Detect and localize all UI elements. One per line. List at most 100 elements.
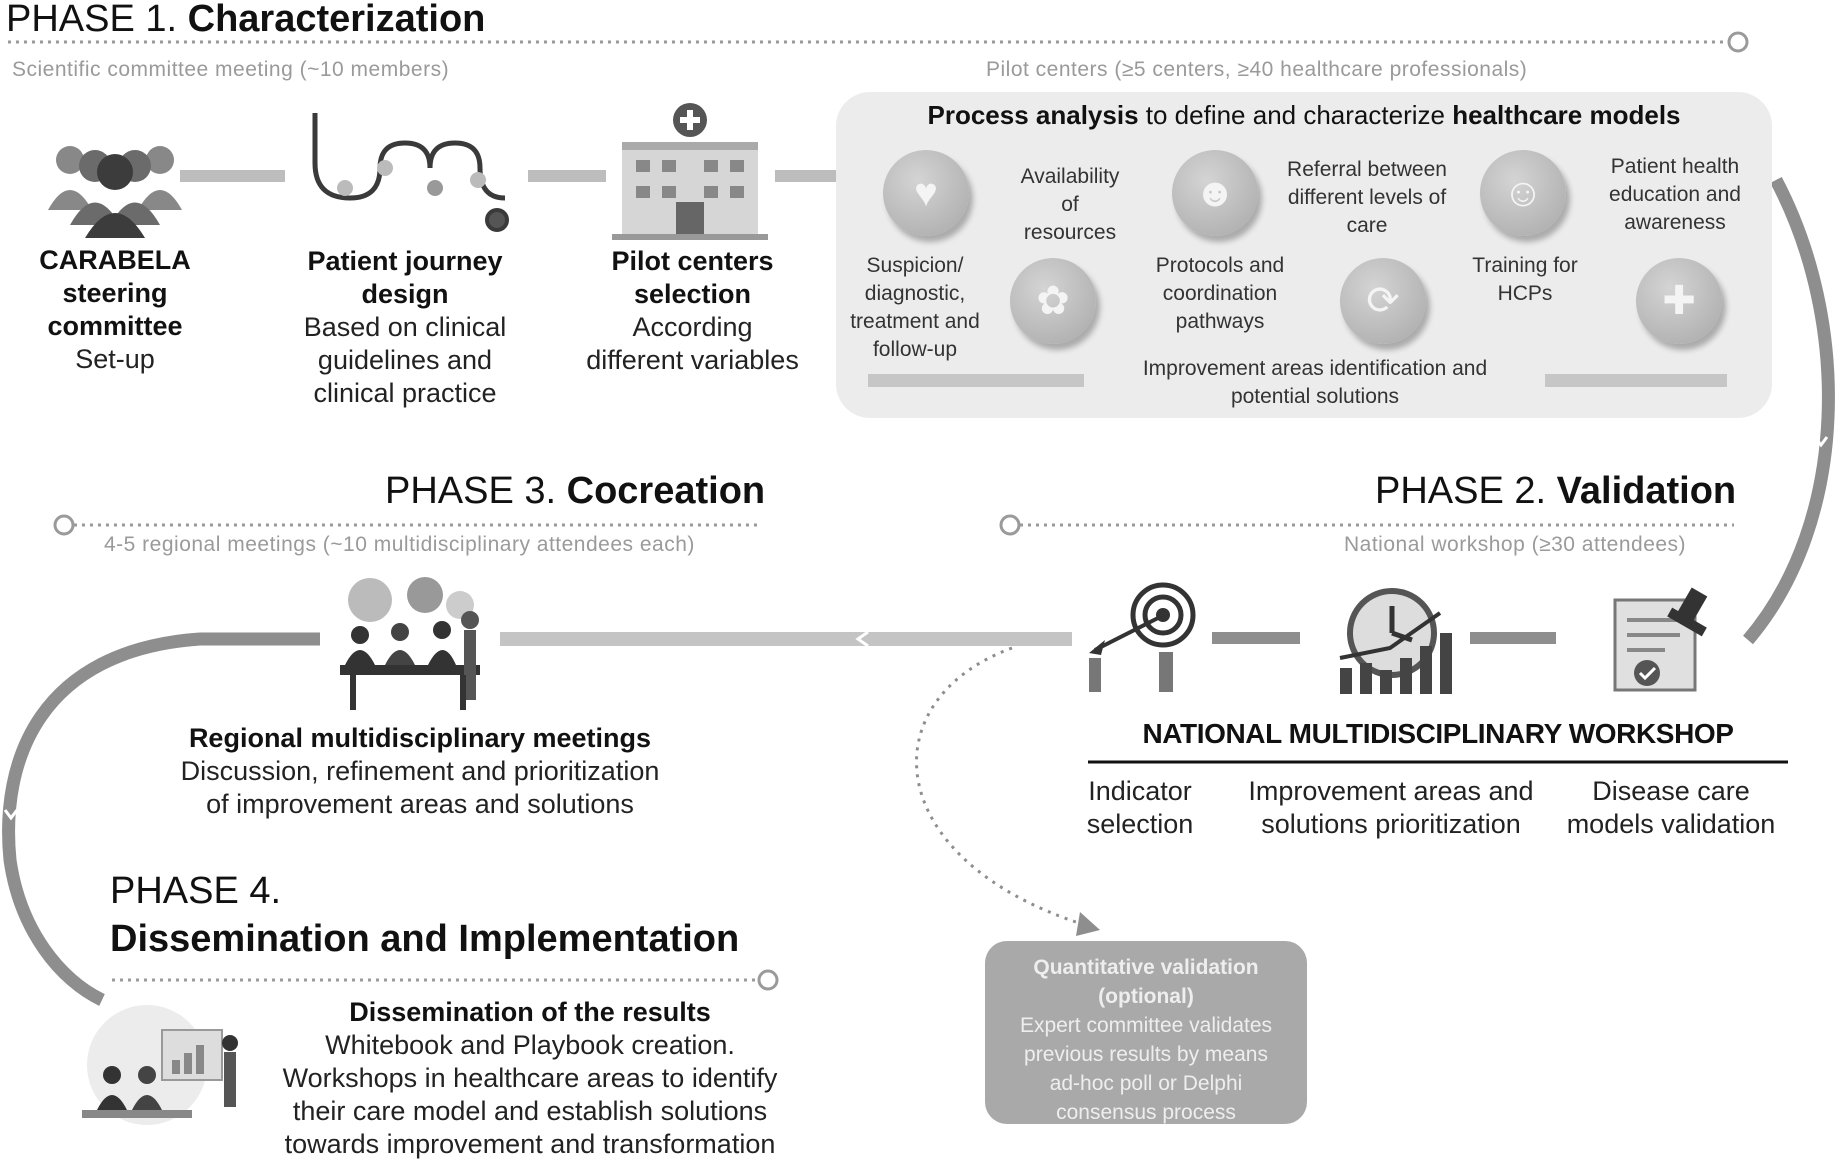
item-improvement: Improvement areas identification and pot… [1080, 355, 1550, 411]
process-analysis-title: Process analysis to define and character… [836, 100, 1772, 131]
phase4-block: Dissemination of the results Whitebook a… [250, 996, 810, 1161]
dotted-arrow-quantitative [915, 646, 1086, 927]
cycle-icon: ⟳ [1340, 258, 1426, 344]
process-title-mid: to define and characterize [1138, 100, 1453, 130]
hands-cross-icon: ✚ [1636, 258, 1722, 344]
people-group-icon [48, 146, 182, 238]
step-carabela-title-2: steering [62, 278, 168, 308]
flow-chevron-right [1813, 436, 1829, 448]
validation-line-2: models validation [1566, 809, 1776, 839]
validation-line-1: Disease care [1592, 776, 1750, 806]
connector-1 [180, 170, 285, 182]
referral-line-3: care [1346, 214, 1388, 237]
quantitative-detail-3: ad-hoc poll or Delphi [1049, 1072, 1243, 1095]
magnifier-heart-icon: ♥ [883, 150, 969, 236]
suspicion-line-1: Suspicion/ [866, 254, 964, 277]
doctor-icon: ☺ [1480, 150, 1566, 236]
item-suspicion: Suspicion/ diagnostic, treatment and fol… [830, 252, 1000, 364]
phase4-detail-3: their care model and establish solutions [292, 1096, 768, 1126]
workshop-item-validation: Disease care models validation [1555, 775, 1787, 841]
suspicion-line-2: diagnostic, [864, 282, 966, 305]
step-carabela-detail-1: Set-up [75, 344, 155, 374]
phase1-subtitle-left: Scientific committee meeting (~10 member… [12, 58, 450, 81]
indicator-line-1: Indicator [1088, 776, 1192, 806]
phase2-start-circle [999, 514, 1021, 536]
network-people-icon: ☻ [1172, 150, 1258, 236]
panel-bar-right [1545, 374, 1727, 387]
process-analysis-panel [836, 92, 1772, 418]
phase4-detail-4: towards improvement and transformation [284, 1129, 776, 1159]
phase3-block: Regional multidisciplinary meetings Disc… [140, 722, 700, 821]
document-stamp-icon [1613, 587, 1708, 692]
suspicion-line-4: follow-up [872, 338, 958, 361]
phase3-start-circle [53, 514, 75, 536]
protocols-line-2: coordination [1162, 282, 1278, 305]
improvement-prio-line-2: solutions prioritization [1261, 809, 1521, 839]
training-line-2: HCPs [1497, 282, 1553, 305]
connector-4 [1212, 632, 1300, 644]
availability-line-2: of [1061, 193, 1079, 216]
phase3-block-title: Regional multidisciplinary meetings [188, 723, 652, 753]
education-line-2: education and [1609, 183, 1741, 206]
flow-chevron-left [3, 809, 19, 821]
step-journey-detail-2: guidelines and [317, 345, 493, 375]
item-availability: Availability of resources [990, 163, 1150, 247]
phase3-subtitle: 4-5 regional meetings (~10 multidiscipli… [104, 533, 695, 556]
step-patient-journey: Patient journey design Based on clinical… [270, 245, 540, 410]
phase1-title: PHASE 1. Characterization [6, 0, 485, 40]
step-carabela-title-1: CARABELA [39, 245, 191, 275]
suspicion-line-3: treatment and [850, 310, 980, 333]
indicator-line-2: selection [1086, 809, 1194, 839]
phase1-subtitle-right: Pilot centers (≥5 centers, ≥40 healthcar… [986, 58, 1528, 81]
referral-line-2: different levels of [1287, 186, 1447, 209]
meeting-icon [340, 577, 480, 710]
stethoscope-icon [312, 113, 509, 232]
phase4-detail-1: Whitebook and Playbook creation. [325, 1030, 735, 1060]
clock-chart-icon [1339, 588, 1452, 694]
quantitative-detail-1: Expert committee validates [1019, 1014, 1273, 1037]
phase3-detail-2: of improvement areas and solutions [206, 789, 634, 819]
protocols-line-1: Protocols and [1155, 254, 1285, 277]
phase2-title: PHASE 2. Validation [1375, 470, 1736, 512]
phase2-name: Validation [1556, 470, 1737, 512]
phase4-label: PHASE 4. [110, 870, 282, 912]
phase2-subtitle: National workshop (≥30 attendees) [1344, 533, 1687, 556]
flow-curve-right [1743, 176, 1835, 645]
connector-5 [1470, 632, 1556, 644]
phase1-end-circle [1727, 31, 1749, 53]
step-pilot-centers: Pilot centers selection According differ… [565, 245, 820, 377]
phase2-label: PHASE 2. [1375, 470, 1557, 512]
phase4-block-title: Dissemination of the results [349, 997, 711, 1027]
presentation-icon [82, 1005, 238, 1125]
connector-2 [528, 170, 606, 182]
workshop-item-improvement: Improvement areas and solutions prioriti… [1236, 775, 1546, 841]
availability-line-1: Availability [1020, 165, 1120, 188]
flow-chevron-middle [855, 630, 869, 648]
target-icon [1089, 582, 1196, 692]
quantitative-title-1: Quantitative validation [1033, 956, 1259, 979]
quantitative-title-2: (optional) [1098, 985, 1194, 1008]
phase4-end-circle [757, 969, 779, 991]
education-line-1: Patient health [1610, 155, 1740, 178]
step-carabela-title-3: committee [47, 311, 183, 341]
flow-curve-left [2, 632, 320, 1006]
step-pilot-detail-1: According [632, 312, 753, 342]
arrow-head-quantitative [1076, 912, 1100, 936]
improvement-line-1: Improvement areas identification and [1142, 357, 1488, 380]
step-pilot-detail-2: different variables [586, 345, 799, 375]
connector-3 [775, 170, 837, 182]
phase4-detail-2: Workshops in healthcare areas to identif… [282, 1063, 778, 1093]
step-journey-detail-3: clinical practice [313, 378, 497, 408]
workshop-item-indicator: Indicator selection [1070, 775, 1210, 841]
item-referral: Referral between different levels of car… [1262, 156, 1472, 240]
hospital-icon [612, 103, 768, 240]
step-pilot-title-2: selection [633, 279, 752, 309]
step-carabela: CARABELA steering committee Set-up [20, 244, 210, 376]
referral-line-1: Referral between [1287, 158, 1447, 181]
phase1-label: PHASE 1. [6, 0, 188, 40]
quantitative-detail-4: consensus process [1056, 1101, 1236, 1124]
workshop-title: NATIONAL MULTIDISCIPLINARY WORKSHOP [1142, 718, 1734, 749]
step-pilot-title-1: Pilot centers [611, 246, 774, 276]
phase3-label: PHASE 3. [385, 470, 567, 512]
quantitative-validation-box: Quantitative validation (optional) Exper… [985, 941, 1307, 1124]
